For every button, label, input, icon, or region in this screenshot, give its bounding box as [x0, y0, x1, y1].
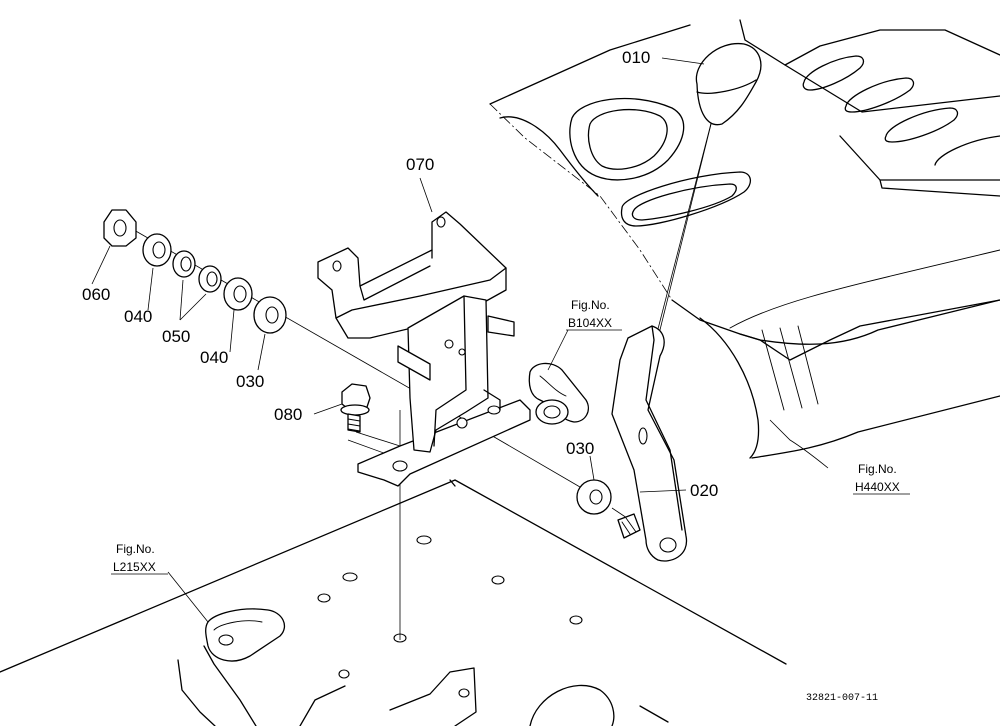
- washer-050b: [198, 265, 222, 293]
- knob-010: [695, 42, 762, 126]
- label-070: 070: [406, 155, 434, 174]
- washer-040a: [142, 233, 172, 267]
- bolt-080: [340, 383, 371, 433]
- floor-plate: [0, 479, 787, 726]
- label-050: 050: [162, 327, 190, 346]
- label-060: 060: [82, 285, 110, 304]
- label-080: 080: [274, 405, 302, 424]
- label-030b: 030: [566, 439, 594, 458]
- figref-b104-title: Fig.No.: [571, 298, 610, 312]
- figref-l215-code: L215XX: [113, 560, 156, 574]
- label-010: 010: [622, 48, 650, 67]
- label-030a: 030: [236, 372, 264, 391]
- lever-020: [611, 325, 688, 562]
- upper-housing: [489, 19, 1000, 459]
- lower-bracket: [357, 295, 531, 487]
- nut-060: [103, 209, 137, 247]
- washer-030a: [253, 296, 287, 334]
- washer-030b: [576, 479, 612, 515]
- drawing-code: 32821-007-11: [806, 693, 878, 704]
- figref-b104-code: B104XX: [568, 316, 612, 330]
- figref-h440-code: H440XX: [855, 480, 900, 494]
- leader-lines: [91, 57, 829, 623]
- label-040a: 040: [124, 307, 152, 326]
- spring-clip: [528, 362, 589, 425]
- label-020: 020: [690, 481, 718, 500]
- figref-l215-title: Fig.No.: [116, 542, 155, 556]
- label-040b: 040: [200, 348, 228, 367]
- washer-040b: [223, 277, 253, 311]
- washer-050a: [172, 250, 196, 278]
- figref-h440-title: Fig.No.: [858, 462, 897, 476]
